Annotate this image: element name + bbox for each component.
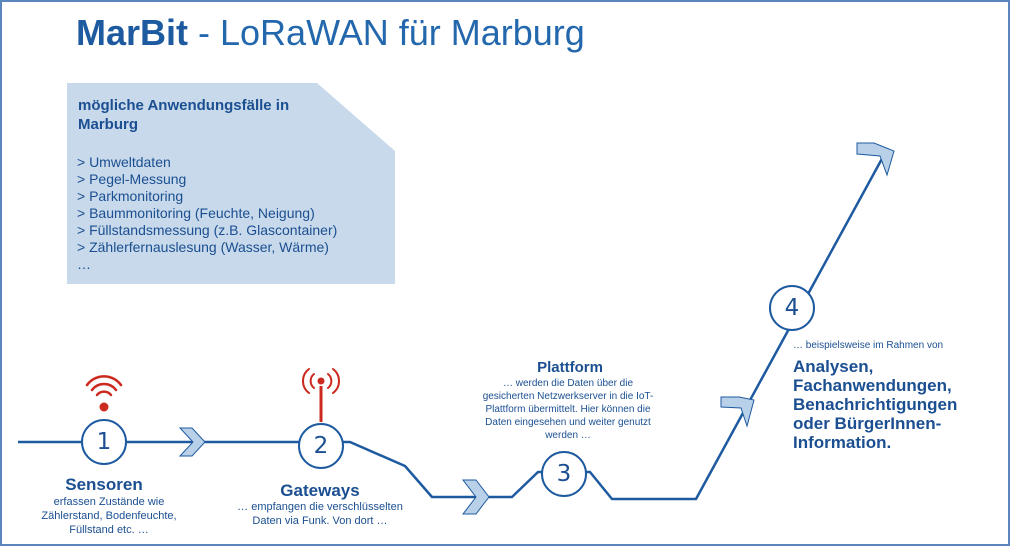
step-4-number: 4 [784,295,800,321]
step-2-circle [298,423,344,469]
step-1-desc: erfassen Zustände wie Zählerstand, Boden… [41,496,177,536]
step-4-results: Analysen, Fachanwendungen, Benachrichtig… [793,357,957,452]
usecase-item: … [77,256,91,272]
step-3-title: Plattform [537,359,603,376]
title-subtitle: - LoRaWAN für Marburg [188,12,585,53]
usecases-list: > Umweltdaten > Pegel-Messung > Parkmoni… [77,154,337,273]
step-4-result-line: Fachanwendungen, [793,376,952,395]
step-3-desc: … werden die Daten über die gesicherten … [482,378,654,441]
chevron-up-right-icon [720,396,755,428]
flow-line [18,154,886,501]
antenna-icon [302,368,340,422]
step-1-title: Sensoren [65,475,143,494]
step-4-result-line: Analysen, [793,357,874,376]
step-4-result-line: Benachrichtigungen [793,395,958,414]
step-4-result-line: oder BürgerInnen- [793,414,942,433]
step-2-desc: … empfangen die verschlüsselten Daten vi… [237,501,403,527]
title-brand: MarBit [76,12,189,53]
usecase-item: > Baummonitoring (Feuchte, Neigung) [77,205,315,221]
chevron-up-right-icon [856,142,895,177]
chevron-right-icon [461,479,490,515]
usecase-item: > Umweltdaten [77,154,171,170]
usecases-box: mögliche Anwendungsfälle in Marburg > Um… [67,83,395,284]
wifi-signal-icon [85,375,123,412]
step-4-result-line: Information. [793,433,892,452]
page-title: MarBit - LoRaWAN für Marburg [76,12,585,54]
step-4-circle [769,285,815,331]
step-1-circle [81,419,127,465]
usecases-heading: mögliche Anwendungsfälle in Marburg [78,97,290,133]
step-3-number: 3 [556,461,572,487]
usecase-item: > Pegel-Messung [77,171,187,187]
usecase-item: > Zählerfernauslesung (Wasser, Wärme) [77,239,329,255]
step-2-title: Gateways [280,481,360,500]
step-1-number: 1 [96,429,112,455]
usecase-item: > Parkmonitoring [77,188,184,204]
step-4-intro: … beispielsweise im Rahmen von [793,340,944,351]
step-2-number: 2 [313,433,329,459]
usecase-item: > Füllstandsmessung (z.B. Glascontainer) [77,222,338,238]
chevron-right-icon [178,427,206,457]
step-3-circle [541,451,587,497]
